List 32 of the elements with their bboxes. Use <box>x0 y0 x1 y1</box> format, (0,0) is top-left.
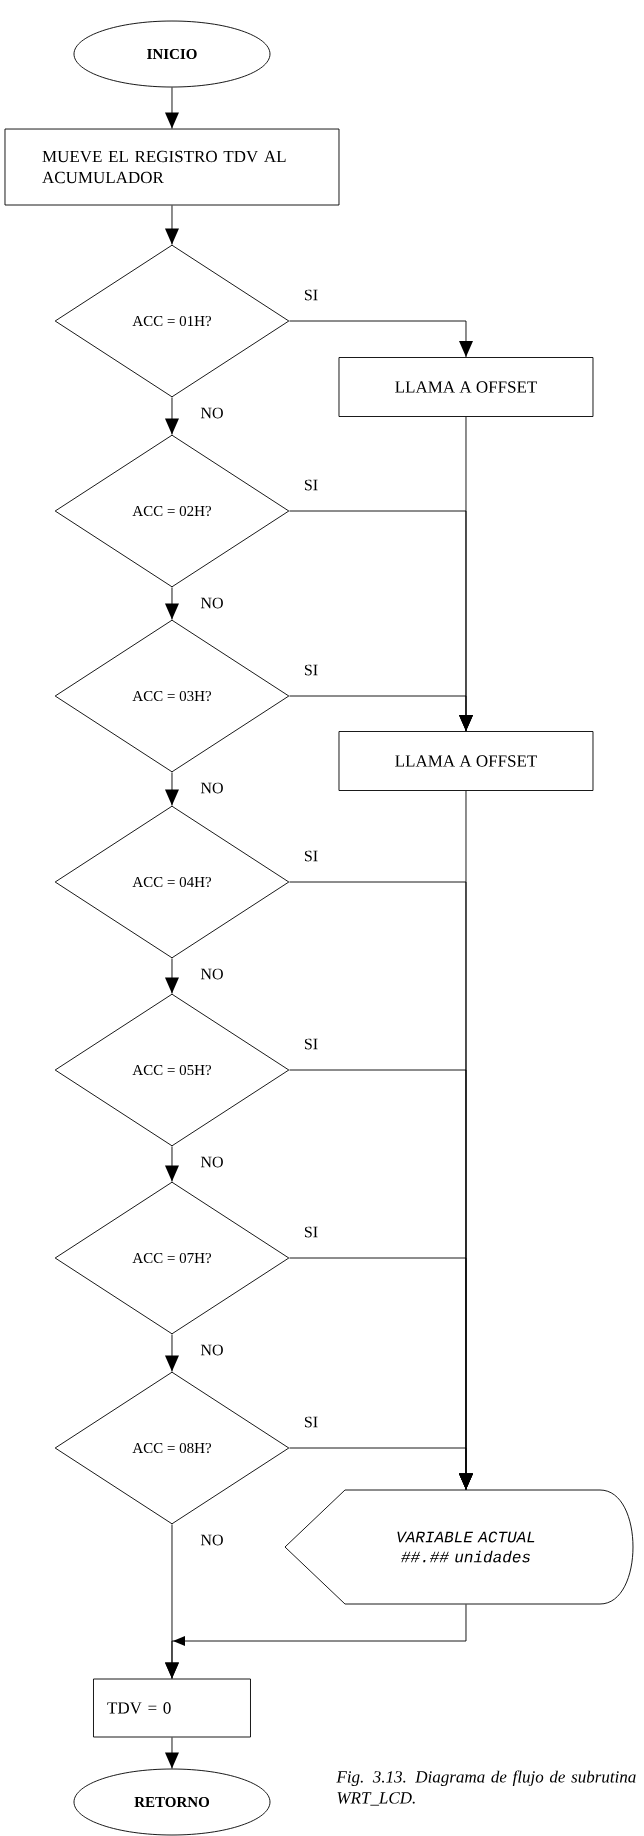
edge-label: SI <box>302 288 320 302</box>
process-box: TDV = 0 <box>93 1678 251 1738</box>
arrow <box>289 320 473 358</box>
arrow <box>165 205 179 245</box>
arrow <box>289 1447 473 1490</box>
arrow <box>289 695 473 732</box>
edge-label: SI <box>302 1415 320 1429</box>
process-box: LLAMA A OFFSET <box>338 731 594 791</box>
arrow <box>165 1334 179 1372</box>
arrow <box>165 87 179 129</box>
edge-label: NO <box>199 967 225 981</box>
edge-label: SI <box>302 1037 320 1051</box>
arrow <box>165 1604 467 1679</box>
arrow <box>165 397 179 435</box>
process-box: LLAMA A OFFSET <box>338 357 594 417</box>
edge-label: NO <box>199 1533 225 1547</box>
edge-label: NO <box>199 1343 225 1357</box>
edge-label: NO <box>199 406 225 420</box>
edge-label: NO <box>199 1155 225 1169</box>
edge-label: SI <box>302 663 320 677</box>
arrow <box>165 587 179 620</box>
edge-label: SI <box>302 478 320 492</box>
edge-label: NO <box>199 596 225 610</box>
arrow <box>165 772 179 806</box>
arrow <box>165 1146 179 1182</box>
edge-label: SI <box>302 1225 320 1239</box>
process-box: MUEVE EL REGISTRO TDV AL ACUMULADOR <box>4 128 340 206</box>
caption: Fig. 3.13. Diagrama de flujo de subrutina WRT_LCD. <box>336 1770 636 1806</box>
arrow <box>165 1737 179 1769</box>
edge-label: NO <box>199 781 225 795</box>
edge-label: SI <box>302 849 320 863</box>
arrow <box>165 958 179 994</box>
